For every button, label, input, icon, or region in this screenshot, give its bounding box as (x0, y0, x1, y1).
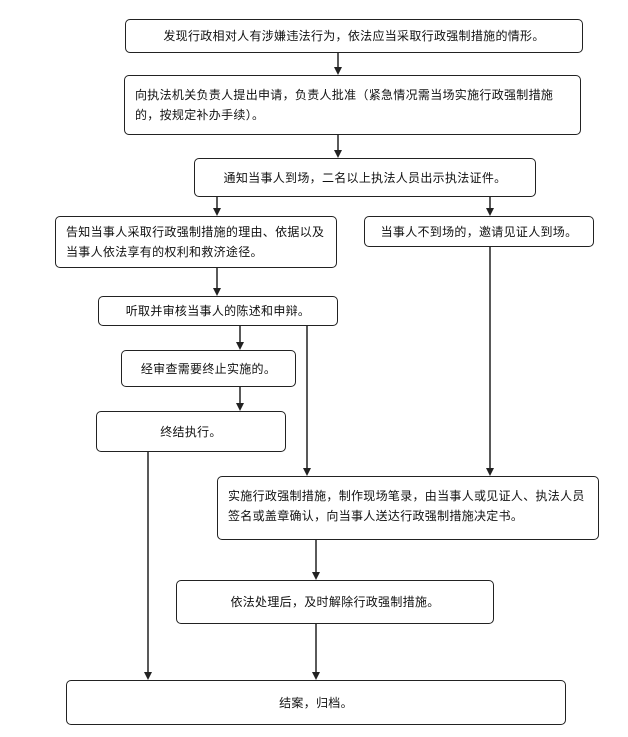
node-apply-text: 向执法机关负责人提出申请，负责人批准（紧急情况需当场实施行政强制措施的，按规定补… (135, 88, 554, 122)
node-release-text: 依法处理后，及时解除行政强制措施。 (230, 595, 440, 609)
arrow-end-execution-to-close-case (144, 452, 152, 680)
arrow-inform-to-hear (213, 268, 221, 296)
node-hear: 听取并审核当事人的陈述和申辩。 (98, 296, 338, 326)
arrow-discover-to-apply (334, 53, 342, 75)
node-implement-text: 实施行政强制措施，制作现场笔录，由当事人或见证人、执法人员签名或盖章确认，向当事… (228, 489, 585, 523)
arrow-hear-to-implement (303, 326, 311, 476)
arrow-apply-to-notify (334, 135, 342, 158)
node-close-case: 结案，归档。 (66, 680, 566, 725)
arrow-implement-to-release (312, 540, 320, 580)
arrow-terminate-review-to-end-execution (236, 387, 244, 411)
node-implement: 实施行政强制措施，制作现场笔录，由当事人或见证人、执法人员签名或盖章确认，向当事… (217, 476, 599, 540)
arrow-absent-to-implement (486, 247, 494, 476)
arrow-release-to-close-case (312, 624, 320, 680)
node-end-execution-text: 终结执行。 (160, 424, 222, 439)
node-end-execution: 终结执行。 (96, 411, 286, 452)
node-inform-text: 告知当事人采取行政强制措施的理由、依据以及当事人依法享有的权利和救济途径。 (66, 225, 325, 259)
node-close-case-text: 结案，归档。 (279, 695, 353, 710)
node-notify: 通知当事人到场，二名以上执法人员出示执法证件。 (194, 158, 536, 197)
node-absent: 当事人不到场的，邀请见证人到场。 (364, 216, 594, 247)
node-terminate-review-text: 经审查需要终止实施的。 (140, 361, 277, 376)
node-apply: 向执法机关负责人提出申请，负责人批准（紧急情况需当场实施行政强制措施的，按规定补… (124, 75, 581, 135)
node-release: 依法处理后，及时解除行政强制措施。 (176, 580, 494, 624)
node-absent-text: 当事人不到场的，邀请见证人到场。 (380, 224, 578, 239)
node-hear-text: 听取并审核当事人的陈述和申辩。 (125, 304, 311, 318)
arrow-hear-to-terminate-review (236, 326, 244, 350)
arrow-notify-to-inform (213, 197, 221, 216)
arrow-notify-to-absent (486, 197, 494, 216)
node-terminate-review: 经审查需要终止实施的。 (121, 350, 296, 387)
node-notify-text: 通知当事人到场，二名以上执法人员出示执法证件。 (223, 170, 507, 185)
node-inform: 告知当事人采取行政强制措施的理由、依据以及当事人依法享有的权利和救济途径。 (55, 216, 337, 268)
node-discover: 发现行政相对人有涉嫌违法行为，依法应当采取行政强制措施的情形。 (125, 19, 583, 53)
node-discover-text: 发现行政相对人有涉嫌违法行为，依法应当采取行政强制措施的情形。 (163, 29, 545, 43)
